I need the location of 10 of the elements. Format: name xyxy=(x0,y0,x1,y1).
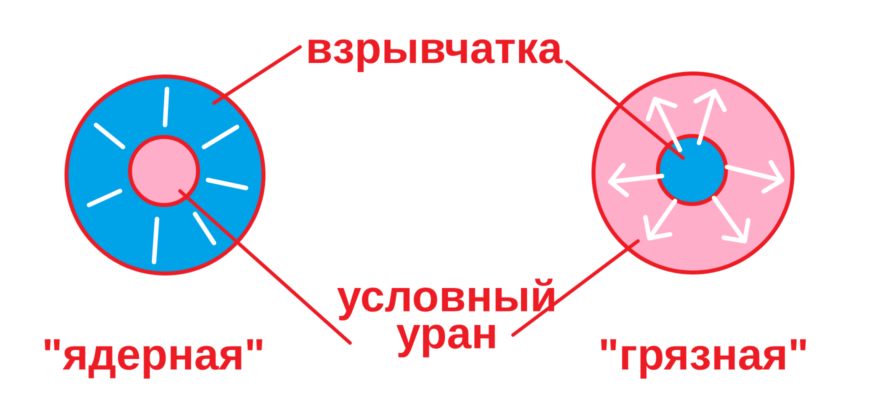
leader-line xyxy=(178,189,352,345)
node-label: "грязная" xyxy=(601,339,806,379)
inner-circle xyxy=(128,135,200,207)
leader-line xyxy=(511,239,640,337)
leader-line xyxy=(565,60,685,160)
callout-label: взрывчатка xyxy=(308,39,563,72)
leader-line xyxy=(212,45,302,105)
inner-circle xyxy=(656,134,728,206)
node-label: "ядерная" xyxy=(44,339,262,379)
callout-label: условный уран xyxy=(337,278,554,358)
